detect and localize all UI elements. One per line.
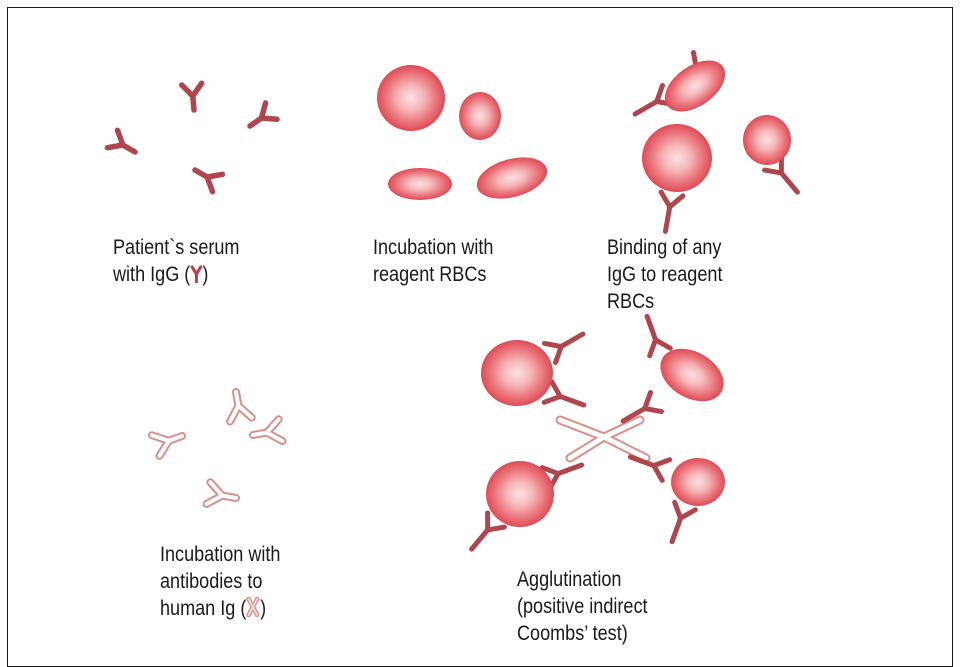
caption-binding: Binding of any IgG to reagent RBCs [607,234,722,315]
rbc-cell [472,150,551,205]
caption-agglutination: Agglutination (positive indirect Coombs’… [517,566,647,647]
agglutinated-rbc [618,313,733,431]
igg-antibody [182,83,204,111]
agglutinated-rbc [463,455,585,557]
caption-patient-serum: Patient`s serum with IgG () [113,234,239,288]
reagent-rbc-group [377,65,552,206]
caption-anti-human-ig: Incubation with antibodies to human Ig (… [160,541,280,622]
anti-ig-antibody [225,390,252,421]
caption-line: Incubation with [160,541,280,568]
caption-line: Patient`s serum [113,234,239,261]
sensitized-rbc [630,50,735,123]
caption-line: RBCs [607,288,722,315]
igg-antibody [244,103,277,134]
rbc-cell [388,168,452,200]
caption-line: human Ig ( [160,597,246,620]
caption-incubation-rbcs: Incubation with reagent RBCs [373,234,493,288]
agglutination-group [463,313,733,557]
anti-ig-antibody [251,419,282,446]
caption-line: IgG to reagent [607,261,722,288]
caption-line: Agglutination [517,566,647,593]
caption-line: Incubation with [373,234,493,261]
coombs-diagram [0,0,960,651]
binding-group [630,50,806,233]
caption-line: ) [202,263,208,286]
anti-ig-antibody [152,426,186,456]
agglutinated-rbc [627,447,725,546]
caption-line: Binding of any [607,234,722,261]
sensitized-rbc [642,124,712,233]
anti-ig-group [152,390,283,509]
caption-line: antibodies to [160,568,280,595]
anti-ig-bridge [560,420,646,458]
rbc-cell [377,65,445,131]
igg-antibody [107,130,140,160]
serum-igg-group [107,83,277,191]
igg-antibody [190,161,223,191]
caption-line: reagent RBCs [373,261,493,288]
caption-line: ) [260,597,266,620]
caption-line: (positive indirect [517,593,647,620]
sensitized-rbc [743,115,806,199]
anti-ig-antibody [207,482,238,509]
caption-line: Coombs’ test) [517,620,647,647]
igg-icon [190,265,202,283]
rbc-cell [459,92,501,140]
caption-line: with IgG ( [113,263,190,286]
agglutinated-rbc [481,324,588,415]
anti-ig-icon [246,597,260,617]
